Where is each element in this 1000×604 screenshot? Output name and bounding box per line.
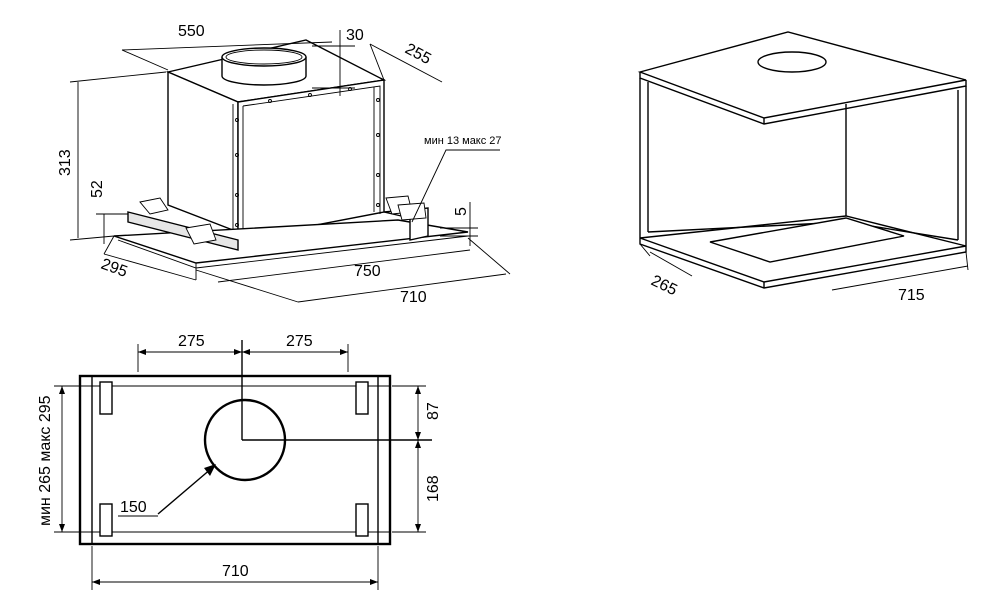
plan-dim-center-bottom: 168 xyxy=(425,475,442,502)
plan-dim-depth-range: мин 265 макс 295 xyxy=(37,395,54,526)
plan-dim-right: 275 xyxy=(286,333,313,350)
dim-width-base: 710 xyxy=(400,289,427,306)
plan-inner-frame xyxy=(91,375,379,545)
cabinet-cutout xyxy=(709,217,905,263)
plan-dim-top-center: 87 xyxy=(425,402,442,420)
mount-slot-br xyxy=(355,503,369,537)
callout-mount-range: мин 13 макс 27 xyxy=(424,135,502,147)
mount-brackets xyxy=(139,195,427,245)
cabinet-dim-depth: 265 xyxy=(648,272,680,299)
frame-screws xyxy=(235,87,380,227)
dim-width-top: 550 xyxy=(178,23,205,40)
plan-dim-duct: 150 xyxy=(120,499,147,516)
mount-slot-tr xyxy=(355,381,369,415)
cabinet-duct-hole xyxy=(757,51,827,73)
duct-diameter-leader xyxy=(157,467,213,515)
dim-tray-height: 52 xyxy=(89,180,106,198)
mount-slot-bl xyxy=(99,503,113,537)
glass-panel xyxy=(113,219,469,264)
plan-dim-left: 275 xyxy=(178,333,205,350)
plan-dim-width: 710 xyxy=(222,563,249,580)
dim-width-panel: 750 xyxy=(354,263,381,280)
duct-collar xyxy=(221,47,307,86)
dim-collar-height: 30 xyxy=(346,27,364,44)
dim-glass: 5 xyxy=(453,207,470,216)
unit-front-face xyxy=(237,79,385,241)
iso-unit-drawing xyxy=(113,39,469,269)
mount-slot-tl xyxy=(99,381,113,415)
cabinet-dim-width: 715 xyxy=(898,287,925,304)
plan-view-drawing: 150 275 275 87 168 мин 265 макс 295 xyxy=(37,333,442,590)
cabinet-top xyxy=(637,31,967,119)
dim-depth-top: 255 xyxy=(402,41,434,69)
dim-total-height: 313 xyxy=(57,149,74,176)
cabinet-drawing: 265 715 xyxy=(637,31,969,304)
